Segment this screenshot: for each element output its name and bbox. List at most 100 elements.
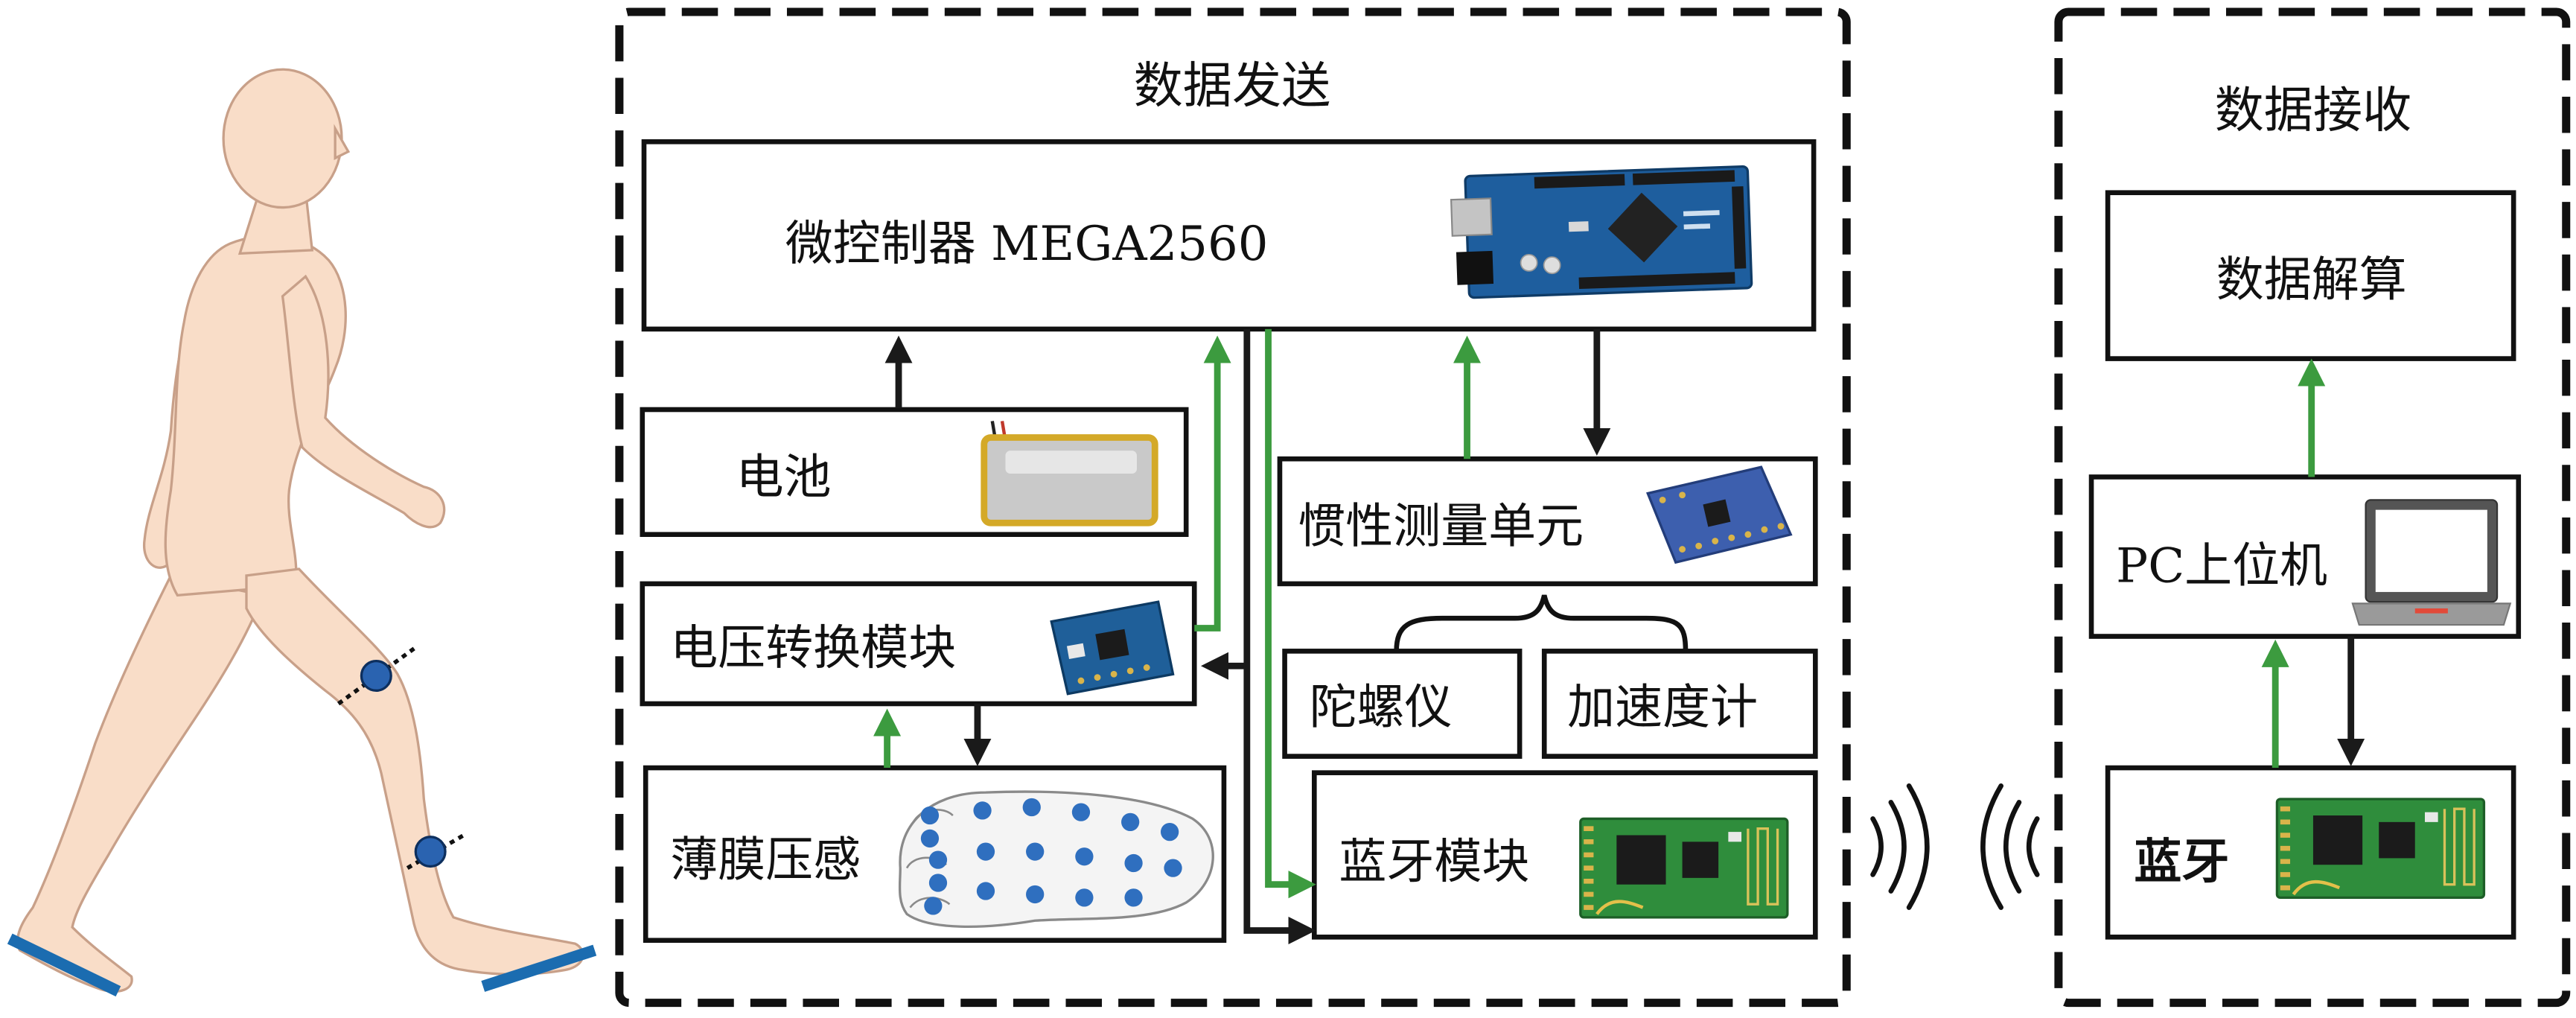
converter-chip <box>1095 629 1129 661</box>
imu-pin <box>1679 546 1686 553</box>
imu-pin <box>1744 531 1752 538</box>
bt-antenna <box>2443 807 2475 886</box>
imu-components-brace <box>1394 594 1689 652</box>
accelerometer-label: 加速度计 <box>1567 680 1758 735</box>
pressure-point <box>1026 885 1045 904</box>
bt-antenna <box>1747 827 1779 906</box>
right-foot-pressure-pad <box>481 944 597 992</box>
power-jack <box>1456 250 1494 285</box>
converter-component <box>1066 643 1085 659</box>
pressure-point <box>924 897 943 915</box>
gyroscope-label: 陀螺仪 <box>1310 680 1453 735</box>
silkscreen <box>1683 223 1711 230</box>
pressure-point <box>1160 822 1179 842</box>
pressure-point <box>1164 859 1182 877</box>
walking-person-icon <box>7 68 597 997</box>
receiver-title: 数据接收 <box>2215 81 2412 139</box>
pressure-point <box>920 806 940 825</box>
pressure-point <box>1075 847 1094 866</box>
imu-chip <box>1703 499 1731 527</box>
converter-board-icon <box>1050 600 1175 696</box>
laptop-base <box>2351 602 2512 626</box>
film-pressure-label: 薄膜压感 <box>670 833 861 888</box>
converter-pin <box>1077 677 1085 684</box>
converter-pin <box>1094 674 1101 681</box>
battery-highlight <box>1005 451 1137 474</box>
pressure-point <box>920 829 940 848</box>
board-header <box>1732 186 1747 269</box>
imu-pin <box>1659 496 1666 503</box>
imu-pin <box>1679 491 1686 499</box>
wave-arc-in <box>2003 800 2022 894</box>
solver-box <box>2105 190 2516 361</box>
bt-trace <box>1595 900 1644 915</box>
sender-group-border <box>615 7 1851 1008</box>
bluetooth-board-icon <box>1579 817 1789 919</box>
battery-pouch <box>981 434 1158 527</box>
bluetooth-board-icon <box>2275 798 2486 900</box>
converter-pin <box>1110 670 1118 678</box>
thigh-sensor-line <box>337 644 419 706</box>
arduino-mega-board-icon <box>1450 165 1753 299</box>
mcu-label: 微控制器 MEGA2560 <box>785 217 1269 272</box>
capacitor <box>1520 253 1538 272</box>
gyroscope-box <box>1282 649 1523 759</box>
pressure-point <box>1124 888 1143 907</box>
converter-pin <box>1143 664 1150 671</box>
front-arm <box>281 274 446 529</box>
pressure-point <box>928 874 948 892</box>
imu-label: 惯性测量单元 <box>1298 500 1584 555</box>
pressure-point <box>928 850 948 869</box>
wave-arc-out <box>1870 816 1884 877</box>
bt-chip <box>1616 835 1666 885</box>
pressure-point <box>1022 798 1041 817</box>
bt-pads <box>1584 826 1594 910</box>
bt-component <box>2424 812 2438 822</box>
board-header <box>1632 170 1735 185</box>
pressure-insole-icon <box>898 790 1214 929</box>
bt-component <box>1728 832 1742 842</box>
bt-pads <box>2280 806 2291 891</box>
imu-pin <box>1777 523 1785 530</box>
pressure-point <box>1124 853 1143 873</box>
mcu-chip <box>1607 192 1678 263</box>
laptop-screen <box>2375 509 2487 592</box>
converter-pin <box>1126 667 1134 675</box>
wave-arc-in <box>1980 783 2003 910</box>
lipo-battery-icon <box>981 421 1158 527</box>
head <box>222 68 343 209</box>
capacitor <box>1543 256 1561 275</box>
battery-label: 电池 <box>736 451 832 506</box>
imu-pin <box>1695 542 1703 550</box>
pc-label: PC上位机 <box>2116 539 2327 594</box>
bt-chip <box>2312 815 2363 865</box>
crystal <box>1568 221 1589 232</box>
silkscreen <box>1683 210 1720 217</box>
pressure-point <box>1075 888 1094 907</box>
converter-to-mcu-arrow <box>1194 335 1231 632</box>
back-leg <box>16 573 265 993</box>
board-header <box>1578 272 1735 290</box>
receiver-bluetooth-label: 蓝牙 <box>2134 834 2229 890</box>
imu-pin <box>1712 538 1719 544</box>
mcu-to-bluetooth-data-arrow <box>1265 328 1316 899</box>
pressure-point <box>976 842 995 861</box>
bluetooth-module-label: 蓝牙模块 <box>1339 835 1529 890</box>
wave-arc-in <box>2026 816 2040 877</box>
receiver-group-border <box>2054 7 2571 1008</box>
nose <box>334 124 351 161</box>
pressure-point <box>1071 803 1091 821</box>
laptop-indicator <box>2414 608 2448 614</box>
board-header <box>1534 174 1625 189</box>
pressure-point <box>973 801 992 820</box>
pressure-point <box>976 882 995 900</box>
mcu-to-bluetooth-arrow <box>1243 328 1316 945</box>
thigh-sensor-node <box>360 659 392 692</box>
solver-label: 数据解算 <box>2216 253 2407 308</box>
wave-arc-out <box>1888 800 1907 894</box>
left-foot-pressure-pad <box>7 933 121 997</box>
sender-title: 数据发送 <box>1134 57 1331 114</box>
bt-chip <box>1682 842 1719 878</box>
wave-arc-out <box>1906 783 1930 910</box>
